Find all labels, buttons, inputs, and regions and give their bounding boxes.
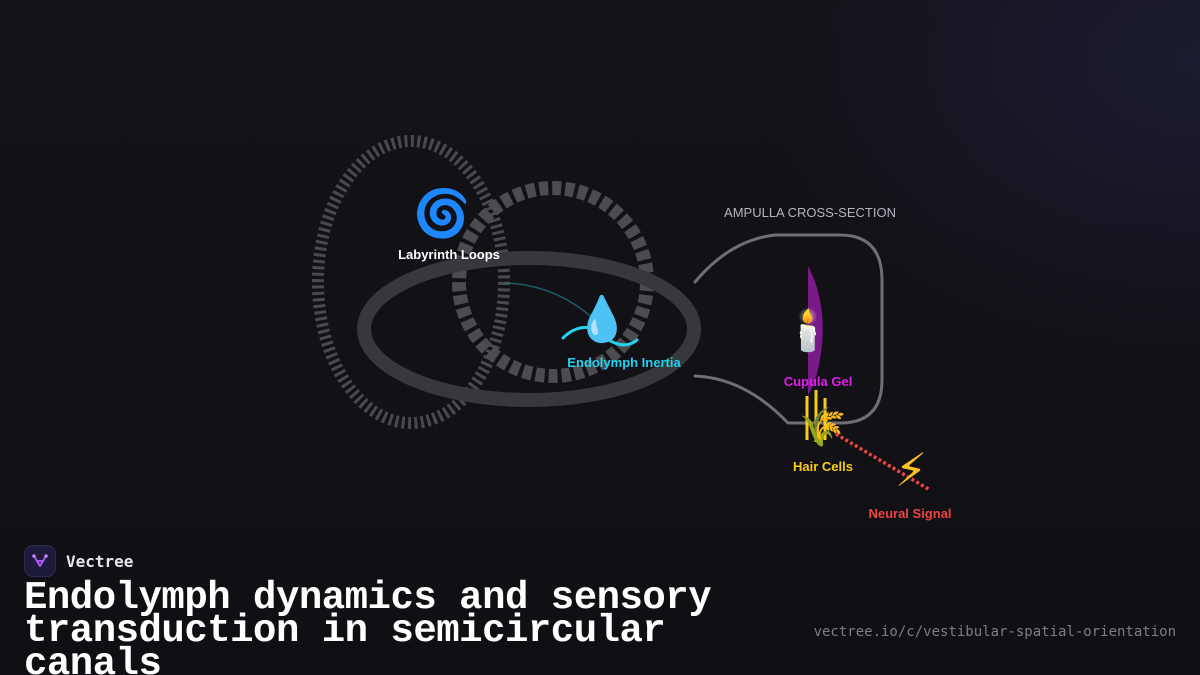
cupula-gel-shape bbox=[808, 266, 823, 395]
hair-cell-bundles bbox=[805, 390, 827, 442]
droplet-icon: 💧 bbox=[575, 294, 630, 345]
high-voltage-icon: ⚡ bbox=[895, 443, 927, 497]
brand: Vectree bbox=[24, 544, 133, 578]
neural-signal-path bbox=[835, 432, 931, 492]
cupula-gel-label: Cupula Gel bbox=[784, 374, 853, 389]
vectree-fork-icon bbox=[24, 545, 56, 577]
hair-cells-label: Hair Cells bbox=[793, 459, 853, 474]
horizontal-canal-loop bbox=[357, 251, 701, 407]
vertical-canal-loop bbox=[312, 135, 510, 429]
cyclone-icon: 🌀 bbox=[413, 185, 470, 240]
neural-signal-label: Neural Signal bbox=[868, 506, 951, 521]
anterior-canal-loop bbox=[452, 181, 654, 383]
sheaf-of-rice-icon: 🌾 bbox=[799, 405, 846, 449]
brand-name: Vectree bbox=[66, 551, 134, 571]
labyrinth-loops-label: Labyrinth Loops bbox=[398, 247, 500, 262]
endolymph-inertia-label: Endolymph Inertia bbox=[567, 355, 681, 370]
ampulla-cross-section-heading: AMPULLA CROSS-SECTION bbox=[724, 205, 896, 220]
endolymph-flow-line bbox=[504, 282, 601, 326]
ampulla-outline bbox=[693, 233, 884, 425]
source-url: vectree.io/c/vestibular-spatial-orientat… bbox=[813, 624, 1176, 640]
candle-icon: 🕯️ bbox=[783, 306, 833, 354]
endolymph-wave bbox=[561, 325, 639, 347]
page-title: Endolymph dynamics and sensory transduct… bbox=[24, 576, 712, 675]
